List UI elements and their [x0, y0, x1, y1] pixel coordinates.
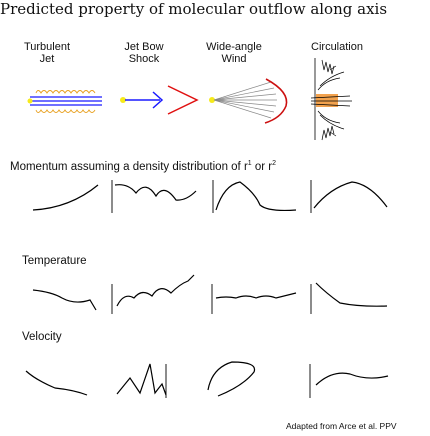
temperature-section-label: Temperature: [22, 255, 87, 267]
momentum-label-text: Momentum assuming a density distribution…: [10, 160, 248, 173]
model-label-line: Jet: [39, 53, 55, 65]
model-label-line: Shock: [128, 53, 160, 65]
momentum-curve-circulation: [313, 181, 388, 209]
momentum-curve-wide-angle-wind: [215, 181, 297, 212]
source-spot: [209, 97, 215, 103]
credit-note: Adapted from Arce et al. PPV: [286, 421, 397, 431]
source-spot: [120, 97, 126, 103]
momentum-curve-jet-bow-shock: [114, 184, 197, 201]
model-label-turbulent-jet: Turbulent Jet: [22, 41, 72, 65]
temperature-curve-wide-angle-wind: [215, 292, 297, 299]
source-spot: [27, 98, 33, 104]
momentum-exponent-1: 1: [247, 160, 252, 167]
model-label-line: Wind: [221, 53, 247, 65]
velocity-curve-turbulent-jet: [25, 370, 88, 396]
velocity-curve-wide-angle-wind: [207, 361, 256, 397]
momentum-section-label: Momentum assuming a density distribution…: [10, 160, 276, 173]
momentum-label-or: or r: [251, 160, 273, 173]
model-label-jet-bow-shock: Jet Bow Shock: [118, 41, 170, 65]
jet-bow-shock-sketch: [120, 85, 199, 115]
temperature-curve-jet-bow-shock: [116, 274, 195, 307]
velocity-curve-jet-bow-shock: [116, 363, 167, 396]
temperature-curve-circulation: [315, 282, 388, 307]
model-label-line: Turbulent: [23, 41, 71, 53]
velocity-profiles: [25, 361, 389, 398]
model-label-line: Jet Bow: [124, 41, 164, 53]
momentum-curve-turbulent-jet: [32, 184, 99, 211]
momentum-profiles: [32, 180, 388, 213]
wide-angle-wind-sketch: [209, 78, 288, 124]
temperature-profiles: [32, 274, 388, 314]
temperature-curve-turbulent-jet: [32, 289, 97, 311]
velocity-section-label: Velocity: [22, 331, 62, 343]
model-label-line: Wide-angle: [206, 41, 262, 53]
momentum-exponent-2: 2: [272, 160, 277, 167]
model-label-wide-angle-wind: Wide-angle Wind: [199, 41, 269, 65]
turbulent-jet-sketch: [27, 90, 102, 113]
model-label-line: Circulation: [311, 41, 363, 53]
circulation-sketch: [310, 58, 352, 141]
page-title: Predicted property of molecular outflow …: [0, 0, 388, 18]
model-label-circulation: Circulation: [299, 41, 375, 53]
velocity-curve-circulation: [315, 372, 389, 386]
